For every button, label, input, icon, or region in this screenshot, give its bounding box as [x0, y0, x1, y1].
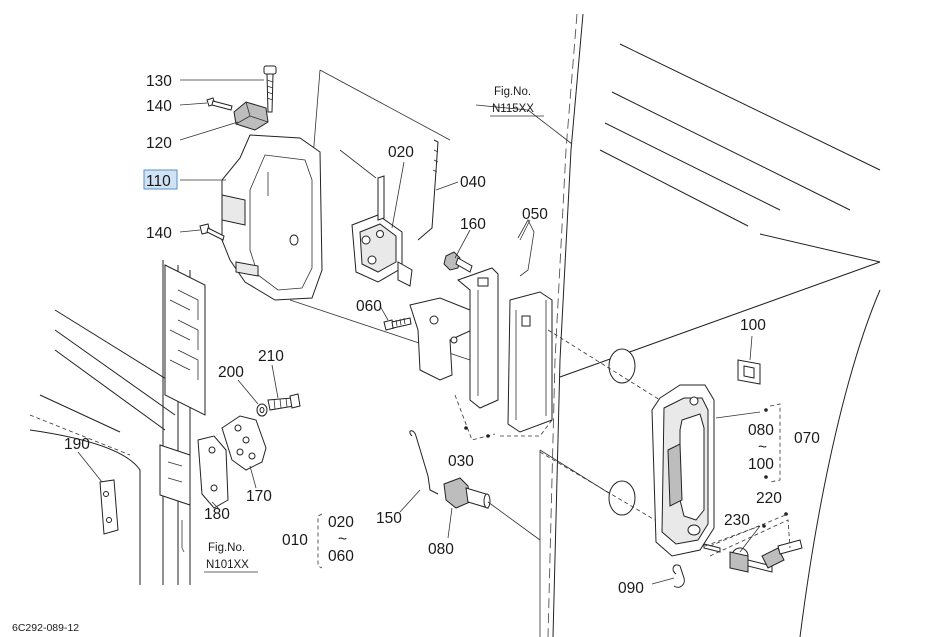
drawing-code: 6C292-089-12: [12, 622, 79, 634]
label-060-group: 060: [328, 548, 354, 565]
latch-020: [339, 149, 413, 287]
fig-ref-bottom-value: N101XX: [206, 559, 249, 571]
label-130: 130: [146, 73, 172, 90]
group-brackets: [317, 403, 791, 569]
label-220: 220: [756, 490, 782, 507]
label-100: 100: [748, 456, 774, 473]
label-tilde-080-100: ~: [758, 439, 767, 456]
fig-ref-top: Fig.No. N115XX: [490, 86, 544, 117]
screw-140-top: [206, 97, 233, 111]
label-210: 210: [258, 348, 284, 365]
label-100-top: 100: [740, 317, 766, 334]
label-150: 150: [376, 510, 402, 527]
label-070: 070: [794, 430, 820, 447]
fig-ref-top-value: N115XX: [492, 103, 534, 115]
hinge-bracket-lower: [159, 444, 191, 506]
lock-cylinder-080: [443, 477, 541, 541]
handle-housing-110: [221, 134, 323, 301]
door-frame-bracket: [164, 264, 206, 416]
label-010: 010: [282, 532, 308, 549]
plate-190: [99, 479, 119, 535]
screw-140-middle: [199, 223, 225, 241]
rod-040: [417, 139, 439, 241]
bolt-130: [263, 65, 277, 113]
rod-150: [409, 430, 439, 495]
part-labels: 130 140 120 110 140 020 040 160 050 060 …: [64, 73, 820, 597]
fig-ref-top-label: Fig.No.: [494, 86, 531, 98]
screw-210: [267, 393, 301, 411]
label-020: 020: [388, 144, 414, 161]
label-040: 040: [460, 174, 486, 191]
label-110: 110: [146, 173, 171, 190]
latch-plate-030: [409, 219, 553, 441]
fig-ref-bottom: Fig.No. N101XX: [204, 542, 258, 573]
label-170: 170: [246, 488, 272, 505]
label-230: 230: [724, 512, 750, 529]
label-020-group: 020: [328, 514, 354, 531]
outer-handle-070: [651, 384, 715, 557]
cap-120: [233, 101, 269, 131]
keys-220-230: [703, 539, 803, 573]
label-080: 080: [748, 422, 774, 439]
label-160: 160: [460, 216, 486, 233]
label-140-top: 140: [146, 98, 172, 115]
door-panel-holes: [539, 329, 661, 521]
label-200: 200: [218, 364, 244, 381]
clip-090: [672, 564, 685, 588]
washer-200: [256, 403, 268, 417]
plate-180: [197, 435, 229, 509]
label-090: 090: [618, 580, 644, 597]
highlight-110: [143, 169, 178, 190]
label-030: 030: [448, 453, 474, 470]
label-120: 120: [146, 135, 172, 152]
label-tilde-020-060: ~: [338, 531, 347, 548]
label-080-bottom: 080: [428, 541, 454, 558]
label-180: 180: [204, 506, 230, 523]
leader-lines: [77, 79, 761, 585]
screw-060: [383, 317, 412, 331]
gasket-100: [737, 359, 761, 385]
label-060: 060: [356, 298, 382, 315]
label-140-middle: 140: [146, 225, 172, 242]
plate-170: [221, 415, 267, 471]
bolt-160: [443, 251, 473, 273]
fig-ref-bottom-label: Fig.No.: [208, 542, 245, 554]
label-190: 190: [64, 436, 90, 453]
label-050: 050: [522, 206, 548, 223]
